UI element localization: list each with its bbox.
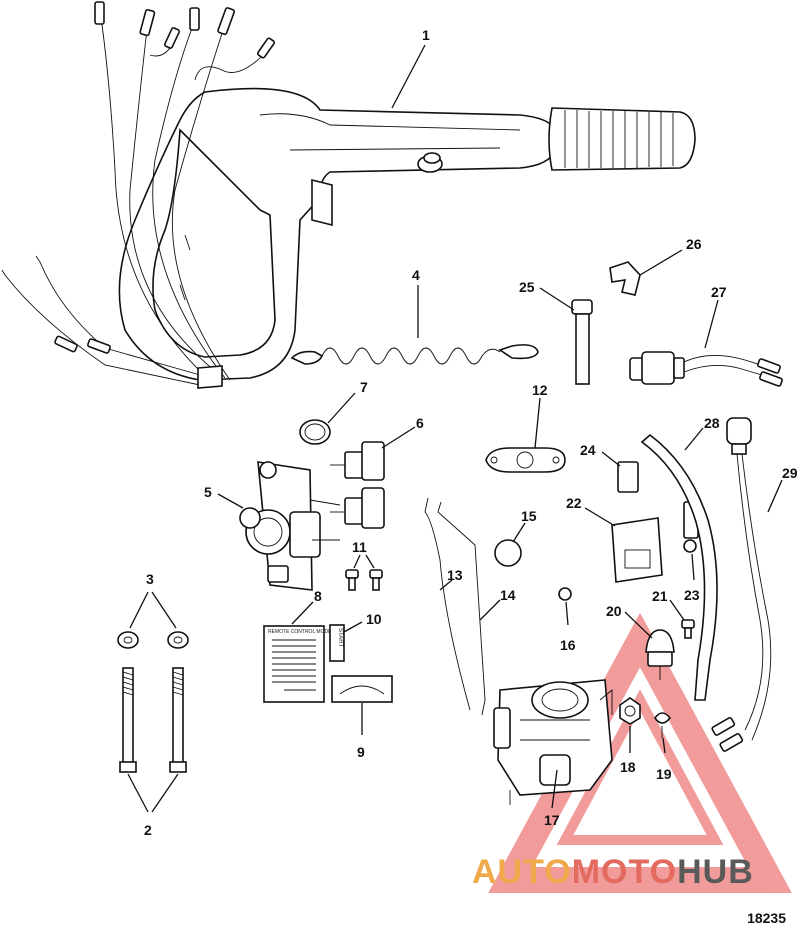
callout-28: 28: [704, 415, 720, 431]
harness-part-29: [711, 417, 772, 752]
nut-part-18: [619, 697, 641, 725]
leader-21: [669, 599, 685, 621]
leader-27: [704, 299, 719, 349]
callout-19: 19: [656, 766, 672, 782]
leader-5: [217, 493, 244, 509]
lanyard-cord: [290, 344, 539, 365]
callout-6: 6: [416, 415, 424, 431]
nut-part-16: [558, 587, 572, 601]
clip-part-26: [609, 261, 641, 296]
callout-2: 2: [144, 822, 152, 838]
callout-27: 27: [711, 284, 727, 300]
callout-17: 17: [544, 812, 560, 828]
module-part-22: [611, 517, 663, 583]
watermark-hub: HUB: [677, 853, 754, 891]
callout-23: 23: [684, 587, 700, 603]
figure-number: 18235: [747, 910, 786, 926]
clamp-part-19: [654, 712, 672, 738]
callout-11: 11: [352, 539, 367, 555]
callout-22: 22: [566, 495, 582, 511]
callout-26: 26: [686, 236, 702, 252]
leader-13: [439, 579, 453, 591]
callout-29: 29: [782, 465, 798, 481]
leader-23: [691, 553, 695, 581]
callout-20: 20: [606, 603, 622, 619]
o-ring-part-7: [299, 419, 331, 445]
leader-14: [479, 599, 501, 621]
leader-1: [391, 44, 426, 109]
switch-part-27: [629, 351, 783, 387]
bolts-part-2: [119, 667, 187, 773]
callout-18: 18: [620, 759, 636, 775]
callout-15: 15: [521, 508, 537, 524]
switch-assembly-part-5: [239, 461, 341, 591]
primer-part-20: [645, 629, 675, 680]
leader-19: [662, 737, 666, 754]
leader-3a: [129, 591, 149, 629]
tiller-handle: [1, 1, 696, 389]
decal-part-10: START: [329, 624, 345, 662]
washers-part-3: [117, 631, 189, 649]
callout-4: 4: [412, 267, 420, 283]
callout-3: 3: [146, 571, 154, 587]
callout-9: 9: [357, 744, 365, 760]
leader-10: [343, 621, 363, 633]
leader-15: [512, 522, 526, 543]
screws-part-11: [345, 569, 383, 591]
leader-2a: [127, 773, 149, 813]
leader-6: [381, 426, 416, 449]
callout-5: 5: [204, 484, 212, 500]
leader-26: [639, 249, 683, 276]
callout-10: 10: [366, 611, 382, 627]
bushing-part-24: [617, 461, 639, 493]
callout-14: 14: [500, 587, 516, 603]
leader-20: [624, 611, 653, 639]
decal-part-9: [331, 675, 393, 703]
carburetor-part-17: [493, 679, 613, 805]
decal-8-title: REMOTE CONTROL MODEL: [268, 629, 334, 635]
leader-17: [551, 769, 558, 809]
plug-part-15: [494, 539, 522, 567]
screw-part-21: [681, 619, 695, 639]
callout-13: 13: [447, 567, 463, 583]
gasket-part-12: [485, 447, 566, 473]
hose-part-28: [640, 433, 718, 701]
watermark-moto: MOTO: [571, 853, 678, 891]
key-part-25: [571, 299, 593, 385]
callout-25: 25: [519, 279, 535, 295]
callout-1: 1: [422, 27, 430, 43]
leader-3b: [151, 591, 177, 629]
leader-8: [291, 601, 314, 625]
leader-11b: [365, 554, 375, 569]
leader-28: [684, 427, 704, 451]
callout-7: 7: [360, 379, 368, 395]
leader-29: [767, 479, 783, 513]
decal-10-text: START: [337, 628, 343, 647]
callout-21: 21: [652, 588, 668, 604]
leader-12: [534, 397, 541, 449]
leader-16: [565, 601, 569, 626]
connector-part-6: [330, 441, 385, 529]
callout-8: 8: [314, 588, 322, 604]
leader-2b: [151, 773, 179, 813]
leader-7: [327, 392, 356, 424]
callout-24: 24: [580, 442, 596, 458]
leader-24: [601, 451, 621, 467]
leader-22: [584, 507, 616, 527]
watermark-text: AUTOMOTOHUB: [472, 853, 754, 892]
watermark-auto: AUTO: [472, 853, 572, 891]
linkage-rods-part-13-14: [424, 497, 486, 716]
callout-16: 16: [560, 637, 576, 653]
decal-part-8: REMOTE CONTROL MODEL: [263, 625, 334, 703]
leader-11a: [353, 554, 361, 569]
callout-12: 12: [532, 382, 548, 398]
leader-25: [539, 287, 575, 311]
